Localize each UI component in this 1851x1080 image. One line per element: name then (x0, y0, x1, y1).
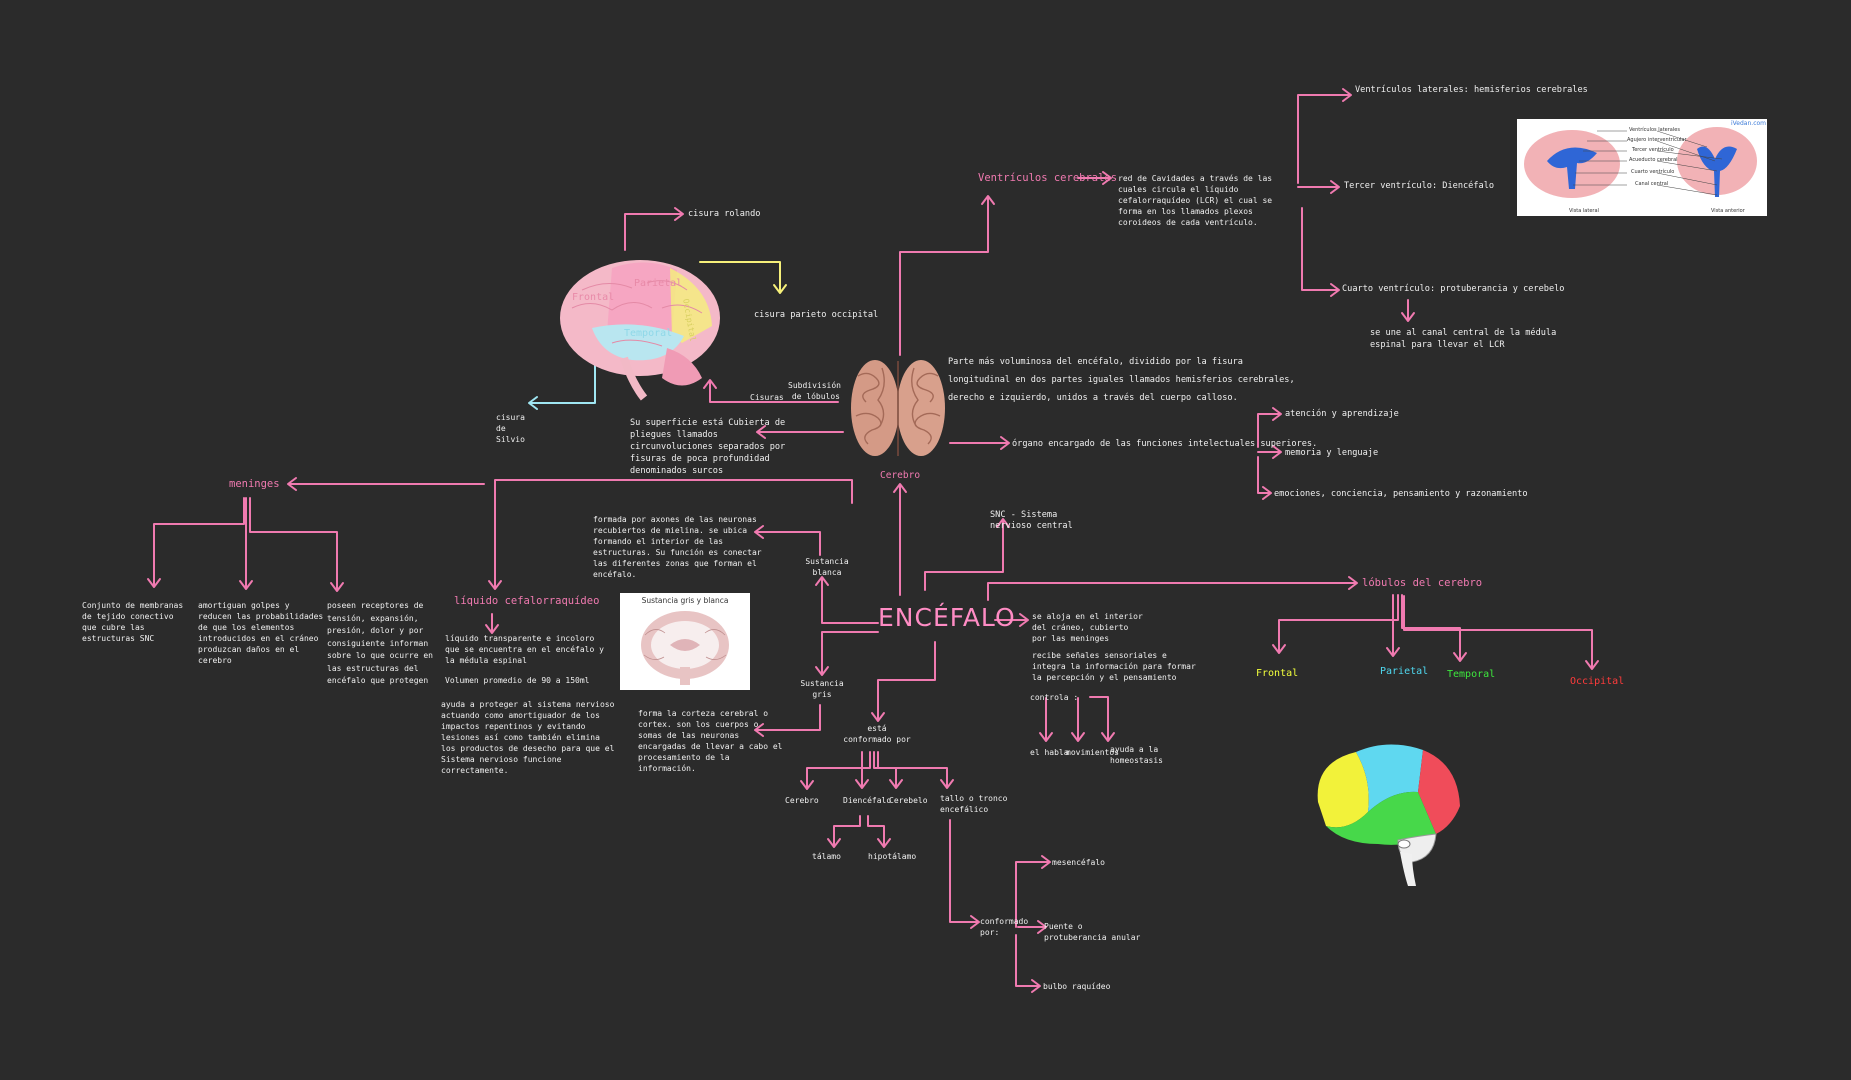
cisura-silvio-label: cisura de Silvio (496, 413, 525, 444)
snc-label: SNC - Sistema nervioso central (990, 510, 1073, 531)
encefalo-title: ENCÉFALO (878, 603, 1016, 632)
tallo-puente: Puente o protuberancia anular (1044, 922, 1141, 942)
subdivision-label: Subdivisión de lóbulos (788, 381, 841, 401)
liquido-desc: líquido transparente e incoloro que se e… (445, 634, 604, 665)
ventriculos-image: iVedan.com Ventrículos laterales Agujero… (1517, 119, 1767, 216)
vi-label-5: Cuarto ventrículo (1631, 169, 1675, 175)
diencefalo-talamo: tálamo (812, 852, 841, 861)
lobe-word-temporal: Temporal (624, 328, 673, 339)
lobulo-temporal: Temporal (1447, 669, 1496, 680)
tallo-bulbo: bulbo raquídeo (1043, 982, 1111, 991)
conformado-cerebro: Cerebro (785, 796, 819, 805)
meninges-item-1: Conjunto de membranas de tejido conectiv… (82, 601, 184, 643)
ventriculo-cuarto: Cuarto ventrículo: protuberancia y cereb… (1342, 284, 1565, 294)
meninges-item-2: amortiguan golpes y reducen las probabil… (198, 601, 324, 665)
liquido-volumen: Volumen promedio de 90 a 150ml (445, 676, 590, 685)
colored-lobes-brain (1317, 744, 1460, 886)
meninges-label: meninges (229, 478, 280, 490)
ventriculos-label: Ventrículos cerebrales (978, 172, 1118, 184)
ventriculo-laterales: Ventrículos laterales: hemisferios cereb… (1355, 85, 1588, 95)
tallo-mesencefalo: mesencéfalo (1052, 858, 1105, 867)
conformado-cerebelo: Cerebelo (889, 796, 928, 805)
sustancia-image: Sustancia gris y blanca (620, 593, 750, 690)
meninges-item-3: poseen receptores de tensión, expansión,… (327, 601, 433, 685)
cerebro-brain-image (851, 360, 945, 456)
vi-label-4: Acueducto cerebral (1629, 157, 1678, 163)
superficie-text: Su superficie está Cubierta de pliegues … (630, 418, 786, 476)
diencefalo-hipotalamo: hipotálamo (868, 852, 917, 861)
ventriculo-canal: se une al canal central de la médula esp… (1370, 328, 1557, 350)
ventriculos-desc: red de Cavidades a través de las cuales … (1118, 174, 1273, 227)
lobulo-parietal: Parietal (1380, 666, 1429, 677)
lobe-word-frontal: Frontal (572, 292, 615, 303)
snc-controla-homeostasis: ayuda a la homeostasis (1110, 745, 1163, 765)
vi-label-3: Tercer ventrículo (1632, 147, 1674, 153)
liquido-label: líquido cefalorraquídeo (454, 595, 600, 607)
funcion-2: memoria y lenguaje (1285, 448, 1379, 458)
conformado-diencefalo: Diencéfalo (843, 796, 892, 805)
cisuras-label: Cisuras (750, 393, 784, 402)
tallo-conformado-label: conformado por: (980, 917, 1029, 937)
conformado-label: está conformado por (843, 724, 911, 744)
lobe-word-parietal: Parietal (634, 278, 683, 289)
cerebro-label: Cerebro (880, 470, 921, 481)
cisura-parieto-label: cisura parieto occipital (754, 310, 879, 320)
conformado-tallo: tallo o tronco encefálico (940, 794, 1008, 814)
funcion-3: emociones, conciencia, pensamiento y raz… (1274, 489, 1528, 499)
cerebro-descripcion: Parte más voluminosa del encéfalo, divid… (948, 357, 1295, 403)
ventriculos-image-brand: iVedan.com (1731, 120, 1767, 127)
lobulo-frontal: Frontal (1256, 668, 1299, 679)
cerebro-organo: órgano encargado de las funciones intele… (1012, 439, 1318, 449)
vi-caption-left: Vista lateral (1569, 208, 1599, 214)
lobes-brain-illustration (560, 260, 720, 401)
snc-controla-movimientos: movimientos (1066, 748, 1119, 757)
sustancia-image-title: Sustancia gris y blanca (641, 596, 729, 605)
sustancia-gris-label: Sustancia gris (800, 679, 844, 699)
snc-aloja: se aloja en el interior del cráneo, cubi… (1032, 612, 1143, 643)
sustancia-gris-desc: forma la corteza cerebral o cortex. son … (638, 709, 783, 773)
vi-label-6: Canal central (1635, 181, 1669, 187)
vi-label-1: Ventrículos laterales (1629, 127, 1680, 133)
vi-caption-right: Vista anterior (1711, 208, 1745, 214)
ventriculo-tercer: Tercer ventrículo: Diencéfalo (1344, 181, 1495, 191)
snc-controla-habla: el habla (1030, 748, 1069, 757)
funcion-1: atención y aprendizaje (1285, 409, 1399, 419)
snc-recibe: recibe señales sensoriales e integra la … (1032, 651, 1196, 682)
snc-controla: controla : (1030, 693, 1079, 702)
lobulos-label: lóbulos del cerebro (1362, 577, 1483, 589)
lobulo-occipital: Occipital (1570, 676, 1625, 687)
sustancia-blanca-desc: formada por axones de las neuronas recub… (593, 515, 762, 579)
liquido-funcion: ayuda a proteger al sistema nervioso act… (441, 700, 615, 775)
sustancia-blanca-label: Sustancia blanca (805, 557, 849, 577)
vi-label-2: Agujero interventricular (1627, 137, 1687, 143)
cisura-rolando-label: cisura rolando (688, 209, 761, 219)
